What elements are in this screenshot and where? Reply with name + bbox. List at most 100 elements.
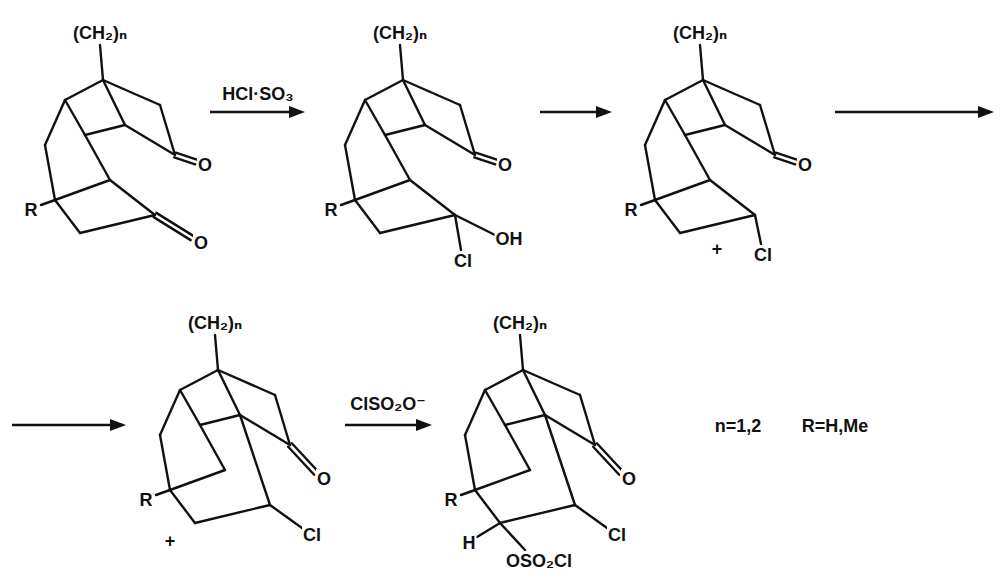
cage-bond: [345, 145, 355, 200]
cage-bond: [505, 415, 545, 425]
carbonyl-bond: [154, 217, 191, 240]
arrow-shaft: [12, 424, 114, 426]
substituent-bond: [455, 215, 461, 250]
atom-label: OH: [495, 229, 524, 249]
cage-bond: [475, 470, 530, 490]
atom-label: Cl: [753, 245, 773, 265]
substituent-bond: [477, 523, 500, 537]
cage-bond: [65, 80, 103, 100]
cage-bond: [240, 415, 270, 505]
cage-bond: [55, 180, 110, 200]
condition-note: R=H,Me: [801, 416, 870, 436]
cage-bond: [355, 200, 380, 233]
cage-bond: [65, 100, 85, 135]
cage-bond: [400, 45, 403, 80]
arrow-shaft: [835, 111, 982, 113]
carbonyl-bond: [476, 153, 497, 160]
arrow-head: [110, 419, 126, 431]
cage-bond: [500, 505, 575, 523]
cage-bond: [160, 390, 180, 435]
cage-bond: [725, 125, 775, 155]
cage-bond: [45, 100, 65, 145]
cage-bond: [385, 135, 410, 180]
reaction-arrows: [12, 106, 994, 431]
cage-bond: [180, 390, 200, 425]
cage-bond: [645, 100, 665, 145]
cage-bond: [385, 125, 425, 135]
substituent-bond: [461, 490, 475, 495]
cage-bond: [380, 215, 455, 233]
cage-bond: [218, 370, 240, 415]
substituent-bond: [341, 200, 355, 205]
atom-label: O: [197, 155, 213, 175]
cage-bond: [55, 200, 80, 233]
cage-bond: [180, 370, 218, 390]
cage-bond: [703, 80, 725, 125]
substituent-bond: [156, 490, 170, 495]
cage-bond: [655, 200, 680, 233]
cage-bond: [523, 370, 545, 415]
carbonyl-bond: [597, 443, 623, 471]
cage-bond: [200, 425, 225, 470]
atom-label: O: [193, 233, 209, 253]
cage-bond: [170, 470, 225, 490]
charge-label: +: [711, 239, 724, 259]
cage-bond: [110, 180, 155, 215]
cage-bond: [403, 80, 460, 105]
cage-bond: [410, 180, 455, 215]
cage-bond: [85, 125, 125, 135]
atom-label: Cl: [607, 525, 627, 545]
arrow-head: [416, 419, 432, 431]
condition-note: n=1,2: [714, 416, 763, 436]
cage-bond: [355, 180, 410, 200]
cage-bond: [520, 335, 523, 370]
carbonyl-bond: [156, 213, 193, 236]
cage-bond: [365, 80, 403, 100]
cage-bond: [665, 100, 685, 135]
arrow-shaft: [210, 111, 293, 113]
substituent-bond: [755, 215, 761, 244]
carbonyl-bond: [776, 153, 797, 160]
atom-label: Cl: [302, 525, 322, 545]
carbonyl-bond: [288, 447, 314, 475]
carbonyl-bond: [176, 153, 197, 160]
cage-bond: [195, 505, 270, 523]
substituent-label: R: [624, 200, 639, 220]
arrow-head: [289, 106, 305, 118]
molecule-bonds: [41, 45, 797, 550]
cage-bond: [403, 80, 425, 125]
atom-label: O: [797, 155, 813, 175]
cage-bond: [485, 390, 505, 425]
cage-bond: [425, 125, 475, 155]
cage-bond: [523, 370, 580, 395]
substituent-label: R: [324, 200, 339, 220]
cage-bond: [125, 125, 175, 155]
reagent-label: HCl·SO₃: [221, 84, 294, 104]
cage-bond: [365, 100, 385, 135]
cage-bond: [160, 435, 170, 490]
cage-bond: [475, 490, 500, 523]
cage-bond: [215, 335, 218, 370]
reagent-label: ClSO₂O⁻: [349, 394, 427, 414]
cage-bond: [545, 415, 575, 505]
atom-label: H: [462, 533, 477, 553]
substituent-label: R: [24, 200, 39, 220]
substituent-bond: [575, 505, 607, 528]
cage-bond: [685, 135, 710, 180]
substituent-label: (CH₂)ₙ: [72, 23, 128, 43]
cage-bond: [103, 80, 125, 125]
cage-bond: [218, 370, 275, 395]
cage-bond: [170, 490, 195, 523]
cage-bond: [680, 215, 755, 233]
atom-label: O: [621, 469, 637, 489]
substituent-label: (CH₂)ₙ: [372, 23, 428, 43]
substituent-label: R: [444, 490, 459, 510]
substituent-bond: [270, 505, 302, 528]
cage-bond: [465, 435, 475, 490]
cage-bond: [485, 370, 523, 390]
arrow-head: [978, 106, 994, 118]
cage-bond: [100, 45, 103, 80]
carbonyl-bond: [593, 447, 619, 475]
substituent-bond: [455, 215, 495, 235]
